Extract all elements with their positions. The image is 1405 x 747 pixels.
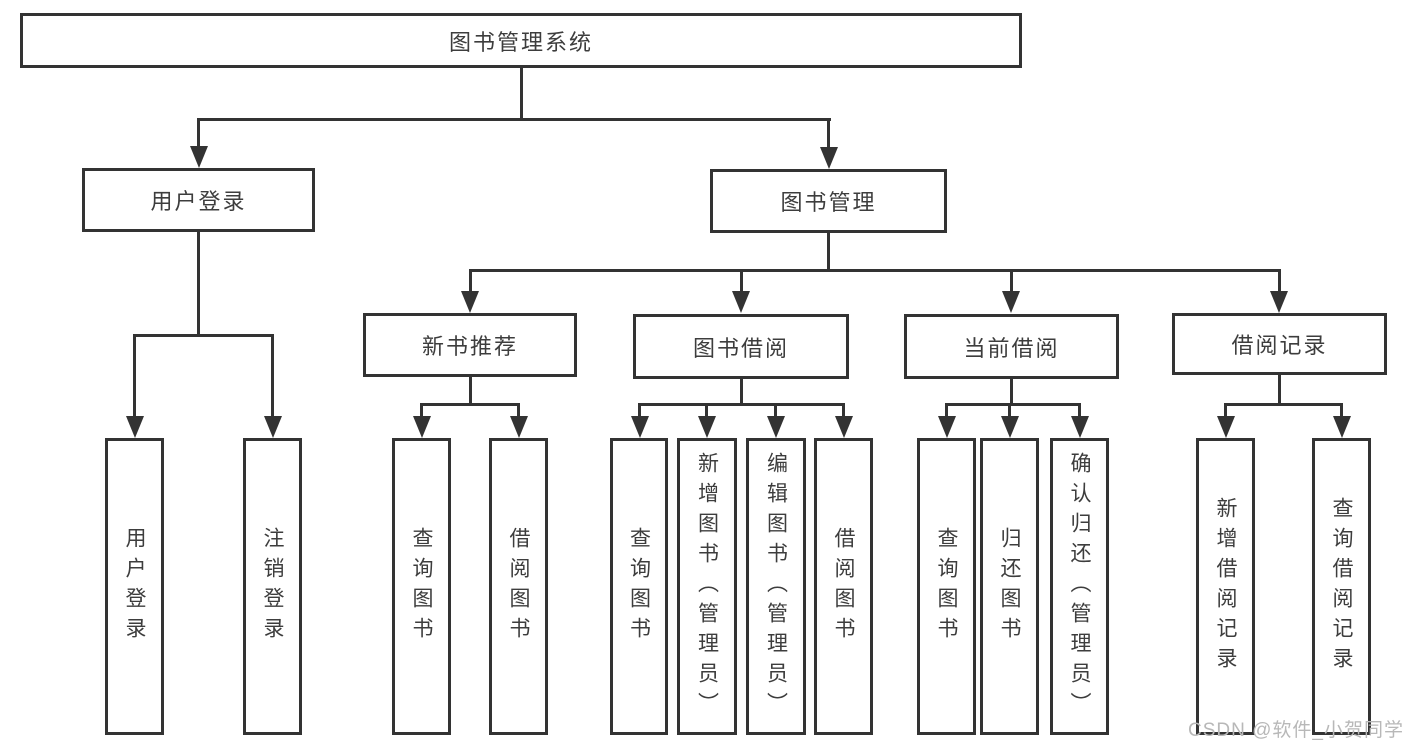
connector-vline [827,118,830,147]
node-book-borrow: 图书借阅 [633,314,849,379]
leaf-label: 查询借阅记录 [1330,496,1353,677]
leaf-query-books-borrow: 查询图书 [610,438,668,735]
connector-vline [1224,403,1227,416]
leaf-logout: 注销登录 [243,438,302,735]
connector-vline [827,233,830,272]
connector-vline [133,334,136,416]
connector-vline [774,403,777,416]
connector-vline [842,403,845,416]
connector-vline [740,269,743,291]
leaf-label: 查询图书 [627,526,651,647]
connector-vline [420,403,423,416]
watermark: CSDN @软件_小贺同学 [1188,720,1404,741]
leaf-label: 查询图书 [935,526,958,647]
leaf-borrow-books-recommend: 借阅图书 [489,438,548,735]
arrowhead-down-icon [1071,416,1089,438]
node-new-book-recommend: 新书推荐 [363,313,577,377]
connector-hline [197,118,831,121]
leaf-edit-book-admin: 编辑图书（管理员） [746,438,806,735]
arrowhead-down-icon [732,291,750,313]
arrowhead-down-icon [510,416,528,438]
connector-vline [945,403,948,416]
arrowhead-down-icon [413,416,431,438]
leaf-label: 注销登录 [261,526,284,647]
connector-vline [1278,375,1281,406]
connector-hline [133,334,274,337]
arrowhead-down-icon [264,416,282,438]
connector-vline [1340,403,1343,416]
connector-vline [271,334,274,416]
leaf-label: 用户登录 [123,526,146,647]
connector-hline [945,403,1081,406]
connector-vline [520,68,523,118]
arrowhead-down-icon [1333,416,1351,438]
leaf-label: 查询图书 [410,526,433,647]
leaf-user-login: 用户登录 [105,438,164,735]
arrowhead-down-icon [190,146,208,168]
arrowhead-down-icon [698,416,716,438]
node-borrow-records: 借阅记录 [1172,313,1387,375]
leaf-confirm-return-admin: 确认归还（管理员） [1050,438,1109,735]
arrowhead-down-icon [820,147,838,169]
arrowhead-down-icon [1217,416,1235,438]
node-book-management: 图书管理 [710,169,947,233]
leaf-add-borrow-record: 新增借阅记录 [1196,438,1255,735]
leaf-query-books-current: 查询图书 [917,438,976,735]
connector-vline [705,403,708,416]
connector-hline [638,403,845,406]
arrowhead-down-icon [835,416,853,438]
connector-vline [197,118,200,146]
leaf-label: 归还图书 [998,526,1021,647]
leaf-query-books-recommend: 查询图书 [392,438,451,735]
leaf-borrow-books: 借阅图书 [814,438,873,735]
connector-vline [197,232,200,336]
connector-vline [1008,403,1011,416]
node-root: 图书管理系统 [20,13,1022,68]
leaf-query-borrow-record: 查询借阅记录 [1312,438,1371,735]
connector-vline [1278,269,1281,291]
arrowhead-down-icon [461,291,479,313]
arrowhead-down-icon [1002,291,1020,313]
leaf-label: 编辑图书（管理员） [764,451,788,722]
arrowhead-down-icon [1001,416,1019,438]
leaf-label: 借阅图书 [507,526,530,647]
connector-vline [517,403,520,416]
connector-vline [1010,269,1013,291]
leaf-label: 新增图书（管理员） [695,451,719,722]
connector-vline [469,269,472,291]
leaf-add-book-admin: 新增图书（管理员） [677,438,737,735]
connector-vline [1078,403,1081,416]
connector-vline [1010,379,1013,406]
connector-hline [469,269,1281,272]
leaf-label: 新增借阅记录 [1214,496,1237,677]
connector-vline [638,403,641,416]
connector-hline [1224,403,1343,406]
leaf-label: 借阅图书 [832,526,855,647]
connector-vline [469,377,472,406]
arrowhead-down-icon [938,416,956,438]
connector-vline [740,379,743,406]
arrowhead-down-icon [1270,291,1288,313]
node-user-login: 用户登录 [82,168,315,232]
arrowhead-down-icon [631,416,649,438]
leaf-return-book: 归还图书 [980,438,1039,735]
node-current-borrow: 当前借阅 [904,314,1119,379]
leaf-label: 确认归还（管理员） [1068,451,1091,722]
arrowhead-down-icon [126,416,144,438]
arrowhead-down-icon [767,416,785,438]
connector-hline [420,403,520,406]
